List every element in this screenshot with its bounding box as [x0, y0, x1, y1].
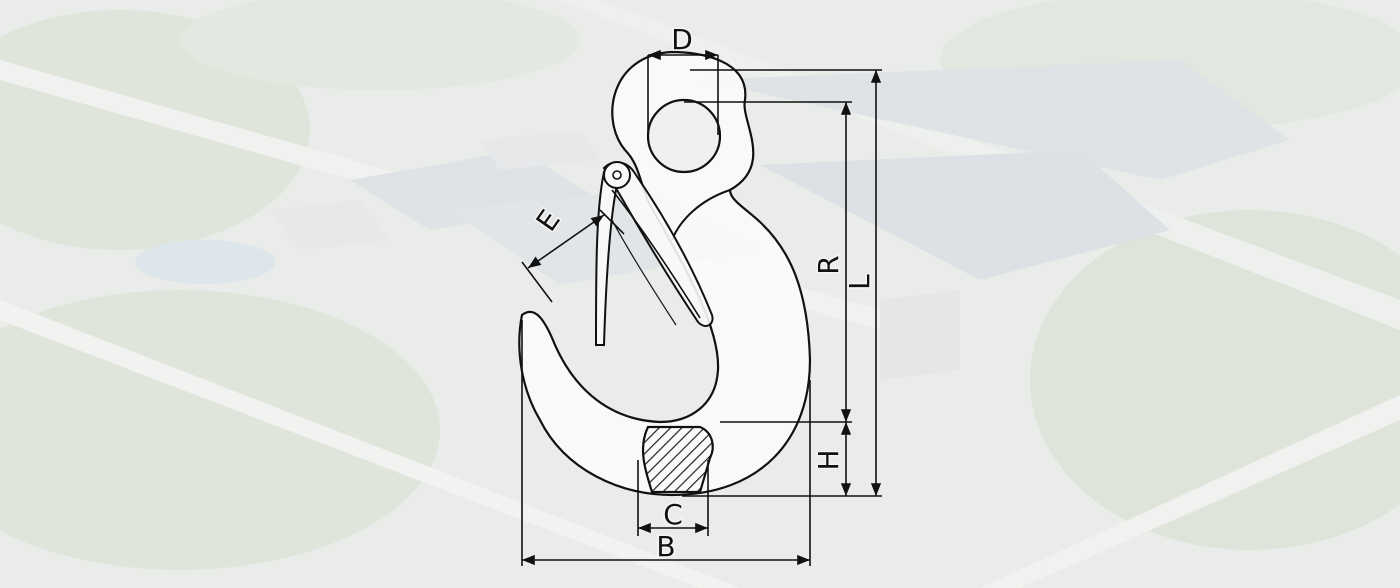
dimension-label-l: L [843, 274, 876, 290]
latch-inner-line [611, 189, 701, 319]
dimension-label-c: C [663, 498, 683, 531]
latch-inner-line-2 [611, 219, 677, 326]
dimension-label-d: D [671, 23, 693, 56]
dimension-lines [521, 49, 882, 566]
hook-throat-curve [671, 189, 731, 241]
dimension-label-b: B [656, 530, 675, 563]
latch-pivot-pin [603, 161, 631, 189]
latch-pivot-pin-center [612, 170, 622, 180]
dimension-label-e: E [530, 204, 567, 237]
eye-hole [646, 98, 722, 174]
latch-spring-arm [594, 170, 620, 346]
dimension-label-r: R [812, 255, 845, 274]
hatched-cross-section [641, 425, 714, 494]
safety-latch [602, 161, 714, 327]
dimension-label-h: H [812, 449, 845, 470]
